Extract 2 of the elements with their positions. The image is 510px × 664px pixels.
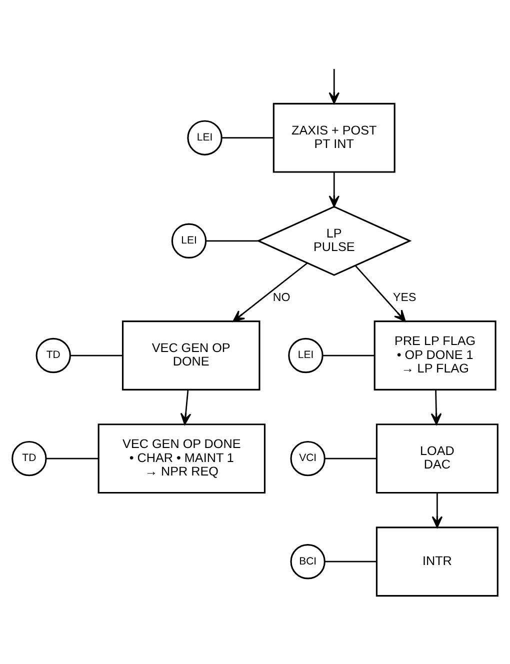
edge-label: YES [393, 292, 416, 304]
edge-label: NO [272, 292, 290, 304]
